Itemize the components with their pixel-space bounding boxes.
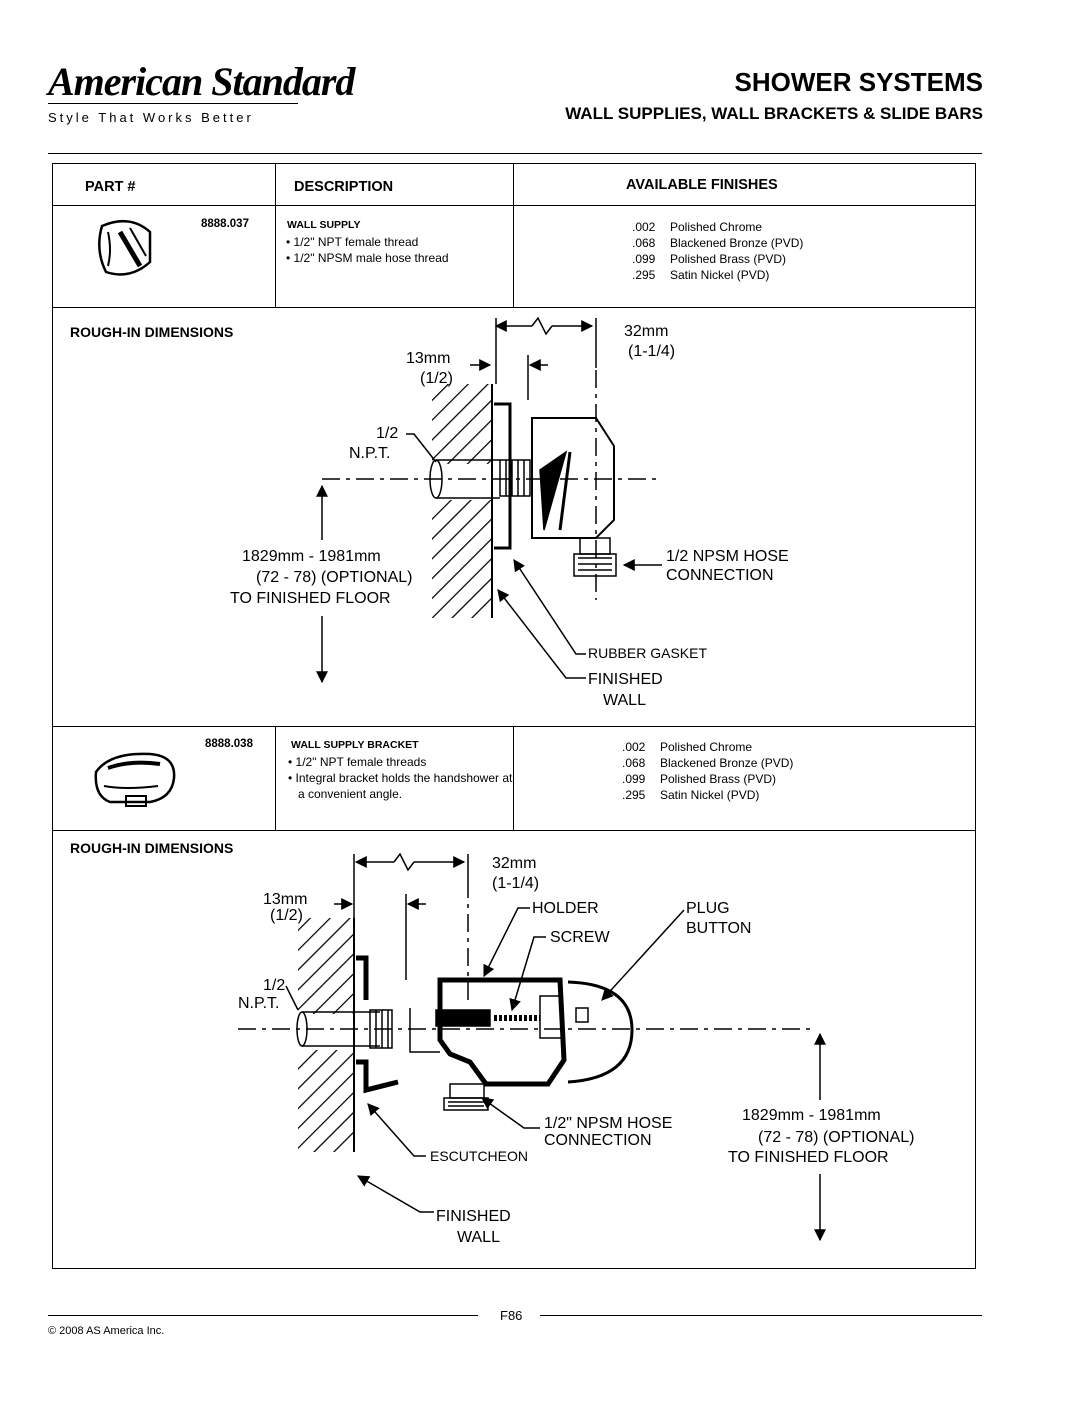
part-number: 8888.038 [205, 738, 253, 750]
logo-rule [48, 103, 298, 104]
npt-label: 1/2 [376, 425, 399, 442]
height-label: (72 - 78) (OPTIONAL) [758, 1129, 915, 1146]
rough-in-heading: ROUGH-IN DIMENSIONS [70, 840, 234, 856]
rough-in-diagram-1 [316, 316, 662, 684]
footer-rule-right [540, 1315, 982, 1316]
page-subtitle: WALL SUPPLIES, WALL BRACKETS & SLIDE BAR… [565, 104, 983, 123]
dim-label: (1-1/4) [628, 343, 676, 360]
dim-label: (1/2) [270, 907, 303, 924]
col-divider-4 [513, 726, 514, 830]
col-header-description: DESCRIPTION [294, 179, 394, 195]
rough-in-diagram-2 [238, 852, 826, 1242]
dim-label: 32mm [624, 323, 669, 340]
row2-rule [52, 830, 975, 831]
brand-logo: American Standard [48, 59, 355, 104]
hose-label: 1/2" NPSM HOSE [544, 1115, 673, 1132]
product-bullet: • Integral bracket holds the handshower … [288, 771, 513, 801]
part-number: 8888.037 [201, 218, 249, 230]
plug-label: PLUG [686, 900, 730, 917]
product-bullet: • 1/2" NPT female thread [286, 235, 419, 249]
spec-table [52, 163, 976, 1269]
wall-label: WALL [457, 1229, 500, 1246]
hose-label: CONNECTION [666, 567, 774, 584]
height-label: 1829mm - 1981mm [242, 548, 381, 565]
col-divider-2 [513, 163, 514, 307]
rough-in-heading: ROUGH-IN DIMENSIONS [70, 324, 234, 340]
height-label: TO FINISHED FLOOR [728, 1149, 889, 1166]
product-bullet: • 1/2" NPT female threads [288, 755, 427, 769]
col-header-finishes: AVAILABLE FINISHES [626, 177, 778, 193]
plug-label: BUTTON [686, 920, 752, 937]
wall-supply-thumbnail [98, 219, 152, 276]
page-title: SHOWER SYSTEMS [734, 67, 983, 97]
page-number: F86 [500, 1308, 523, 1323]
product-name: WALL SUPPLY [287, 219, 361, 231]
dim-label: 13mm [406, 350, 451, 367]
height-label: 1829mm - 1981mm [742, 1107, 881, 1124]
header-rule [48, 153, 982, 154]
height-label: (72 - 78) (OPTIONAL) [256, 569, 413, 586]
wall-label: FINISHED [588, 671, 663, 688]
dim-label: 13mm [263, 891, 308, 908]
dim-label: 32mm [492, 855, 537, 872]
wall-supply-bracket-thumbnail [94, 752, 176, 807]
npt-label: 1/2 [263, 977, 286, 994]
npt-label: N.P.T. [349, 445, 391, 462]
copyright: © 2008 AS America Inc. [48, 1325, 165, 1337]
npt-label: N.P.T. [238, 995, 280, 1012]
footer-rule-left [48, 1315, 478, 1316]
col-header-part: PART # [85, 179, 136, 195]
wall-label: FINISHED [436, 1208, 511, 1225]
holder-label: HOLDER [532, 900, 599, 917]
height-label: TO FINISHED FLOOR [230, 590, 391, 607]
hose-label: 1/2 NPSM HOSE [666, 548, 789, 565]
hose-label: CONNECTION [544, 1132, 652, 1149]
dim-label: (1/2) [420, 370, 453, 387]
dim-label: (1-1/4) [492, 875, 540, 892]
holder-label: SCREW [550, 929, 610, 946]
product-name: WALL SUPPLY BRACKET [291, 739, 419, 751]
product-bullet: • 1/2" NPSM male hose thread [286, 251, 449, 265]
gasket-label: RUBBER GASKET [588, 645, 708, 661]
col-divider-3 [275, 726, 276, 830]
wall-label: WALL [603, 692, 646, 709]
escutcheon-label: ESCUTCHEON [430, 1148, 529, 1164]
brand-tagline: Style That Works Better [48, 110, 254, 125]
col-divider-1 [275, 163, 276, 307]
row1-rule [52, 307, 975, 308]
